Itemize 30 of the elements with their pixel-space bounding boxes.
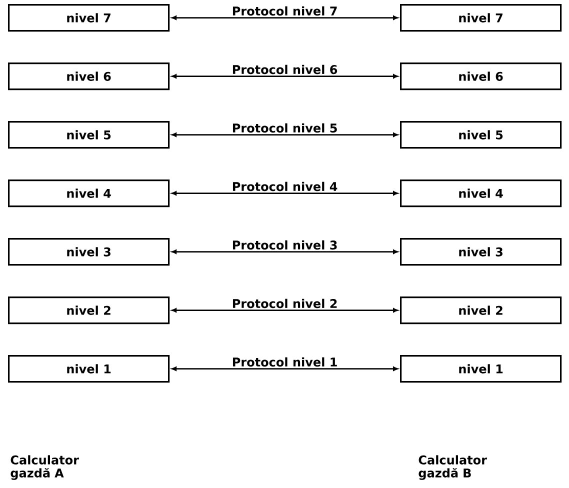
arrow	[172, 74, 398, 78]
layer-box: nivel 6	[400, 62, 562, 90]
arrow	[172, 16, 398, 20]
layer-box: nivel 1	[8, 355, 170, 383]
arrow	[172, 191, 398, 196]
edge-label: Protocol nivel 3	[232, 240, 337, 250]
layer-box: nivel 2	[400, 296, 562, 324]
layer-box: nivel 3	[400, 238, 562, 266]
edge-label: Protocol nivel 7	[232, 6, 337, 16]
arrow	[172, 366, 398, 371]
layer-box: nivel 5	[400, 121, 562, 149]
arrow	[172, 250, 398, 254]
edge-label: Protocol nivel 1	[232, 357, 337, 367]
arrow	[172, 132, 398, 137]
layer-box: nivel 2	[8, 296, 170, 324]
edge-label: Protocol nivel 2	[232, 298, 337, 308]
layer-box: nivel 5	[8, 121, 170, 149]
layer-box: nivel 7	[400, 4, 562, 32]
layer-box: nivel 6	[8, 62, 170, 90]
layer-box: nivel 1	[400, 355, 562, 383]
arrow	[172, 308, 398, 312]
edge-label: Protocol nivel 5	[232, 123, 337, 133]
layer-box: nivel 4	[400, 180, 562, 208]
layer-box: nivel 4	[8, 180, 170, 208]
computer-label: Calculator gazdă B	[418, 455, 487, 480]
edge-label: Protocol nivel 4	[232, 182, 338, 192]
edge-label: Protocol nivel 6	[232, 64, 338, 74]
layer-box: nivel 3	[8, 238, 170, 266]
computer-label: Calculator gazdă A	[10, 455, 79, 480]
layer-box: nivel 7	[8, 4, 170, 32]
